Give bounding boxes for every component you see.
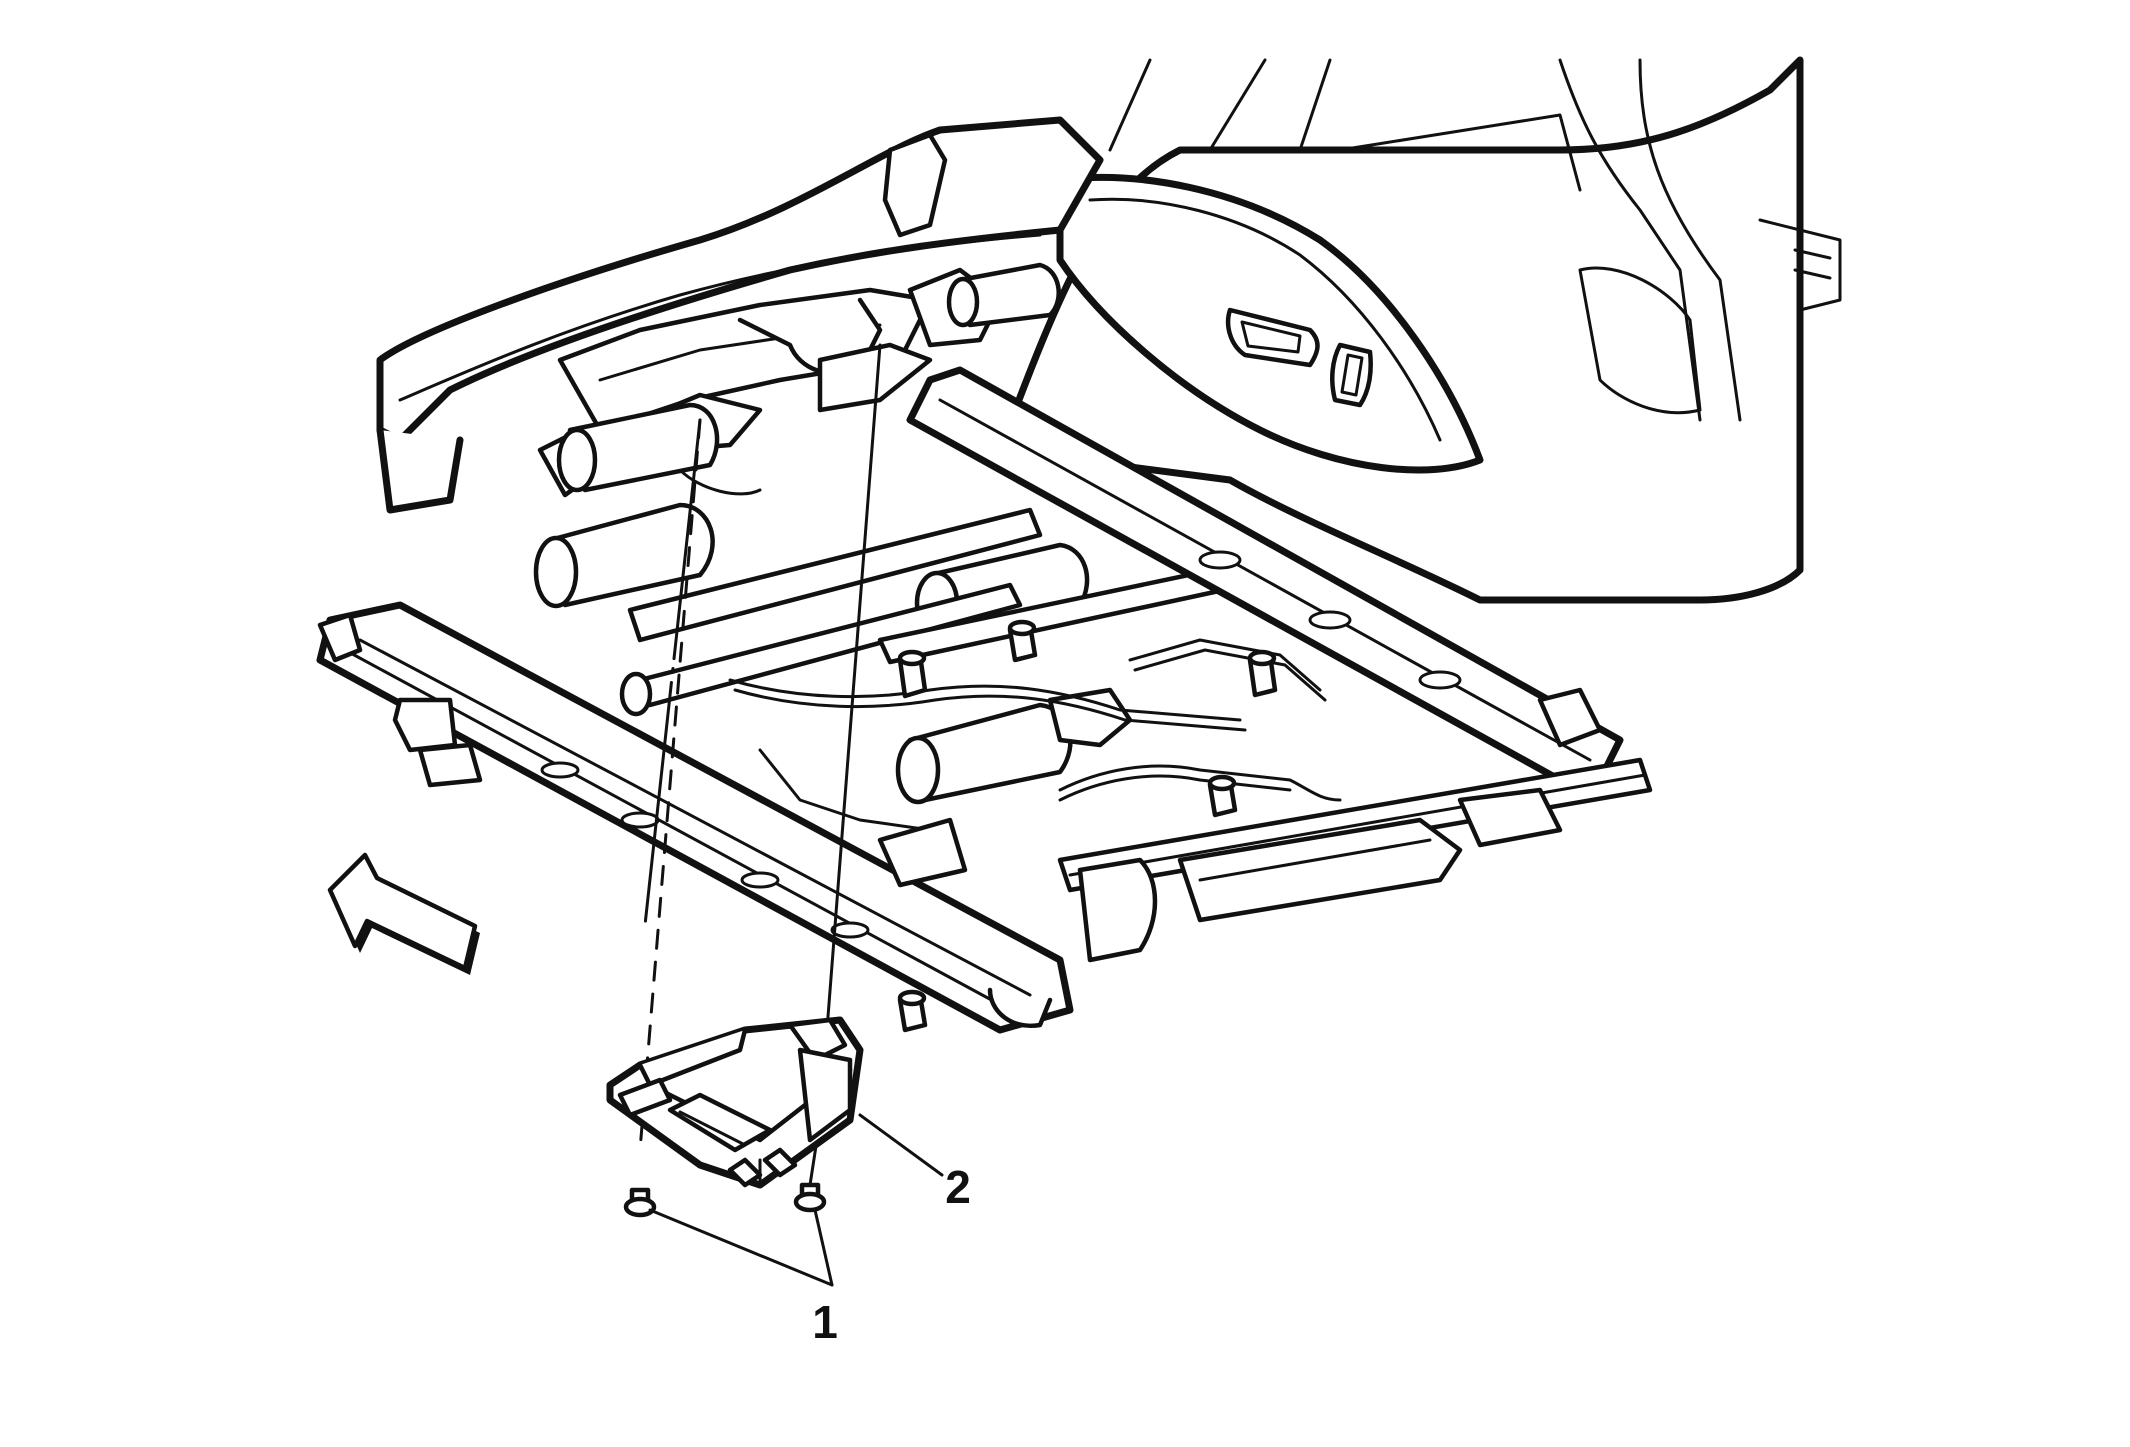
seat-side-trim [1056, 174, 1484, 474]
seat-adjuster-motor-upper [946, 262, 1061, 328]
seat-track-left [316, 601, 1074, 1034]
module-fastener-left [623, 1187, 657, 1218]
callout-leaders [648, 1113, 944, 1287]
seat-adjuster-motor-lower [895, 687, 1133, 805]
front-direction-arrow-icon [327, 852, 480, 975]
module-fastener-right [793, 1182, 827, 1213]
seat-rear-lower-frame [1077, 787, 1563, 963]
seat-wiring-harness [728, 638, 1342, 832]
seat-cross-tubes [619, 507, 1273, 717]
seat-switch-icon [1225, 307, 1373, 408]
seat-adjuster-motor-front [556, 402, 720, 493]
installation-guide-lines [638, 343, 882, 1187]
seat-frame-studs [897, 619, 1278, 1033]
seat-cushion [376, 116, 1104, 514]
seat-control-module [606, 1016, 864, 1189]
callout-1-label: 1 [812, 1296, 838, 1348]
callout-2-label: 2 [945, 1161, 971, 1213]
seat-adjuster-motor-middle [533, 502, 715, 609]
